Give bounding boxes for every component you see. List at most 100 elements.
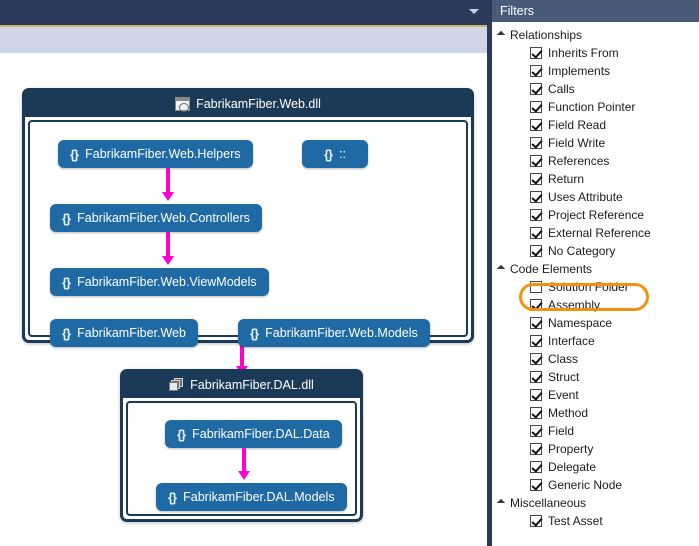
expander-triangle-icon[interactable] xyxy=(496,30,506,40)
group-title: FabrikamFiber.DAL.dll xyxy=(190,378,314,392)
filter-item-field-write[interactable]: Field Write xyxy=(492,134,699,152)
filter-item-interface[interactable]: Interface xyxy=(492,332,699,350)
checkbox-checked-icon[interactable] xyxy=(530,47,542,59)
expander-triangle-icon[interactable] xyxy=(496,498,506,508)
filter-item-field[interactable]: Field xyxy=(492,422,699,440)
filter-item-return[interactable]: Return xyxy=(492,170,699,188)
namespace-icon: {} xyxy=(62,274,71,290)
namespace-icon: {} xyxy=(250,325,259,341)
filter-item-event[interactable]: Event xyxy=(492,386,699,404)
checkbox-checked-icon[interactable] xyxy=(530,353,542,365)
checkbox-checked-icon[interactable] xyxy=(530,173,542,185)
checkbox-checked-icon[interactable] xyxy=(530,335,542,347)
filter-item-field-read[interactable]: Field Read xyxy=(492,116,699,134)
filter-item-label: Assembly xyxy=(548,298,601,312)
checkbox-checked-icon[interactable] xyxy=(530,245,542,257)
filter-item-label: External Reference xyxy=(548,226,651,240)
checkbox-checked-icon[interactable] xyxy=(530,83,542,95)
checkbox-checked-icon[interactable] xyxy=(530,155,542,167)
filter-item-label: No Category xyxy=(548,244,616,258)
checkbox-checked-icon[interactable] xyxy=(530,101,542,113)
filter-item-test-asset[interactable]: Test Asset xyxy=(492,512,699,530)
node-fabrikamfiber-dal-models[interactable]: {} FabrikamFiber.DAL.Models xyxy=(156,483,347,511)
node-fabrikamfiber-dal-data[interactable]: {} FabrikamFiber.DAL.Data xyxy=(165,420,342,448)
checkbox-checked-icon[interactable] xyxy=(530,407,542,419)
filter-group-relationships[interactable]: Relationships xyxy=(492,26,699,44)
checkbox-checked-icon[interactable] xyxy=(530,479,542,491)
checkbox-checked-icon[interactable] xyxy=(530,191,542,203)
filter-item-references[interactable]: References xyxy=(492,152,699,170)
checkbox-checked-icon[interactable] xyxy=(530,389,542,401)
filter-item-namespace[interactable]: Namespace xyxy=(492,314,699,332)
filter-item-class[interactable]: Class xyxy=(492,350,699,368)
checkbox-checked-icon[interactable] xyxy=(530,443,542,455)
node-fabrikamfiber-web-helpers[interactable]: {} FabrikamFiber.Web.Helpers xyxy=(58,140,253,168)
checkbox-unchecked-icon[interactable] xyxy=(530,281,542,293)
filter-item-no-category[interactable]: No Category xyxy=(492,242,699,260)
node-label: FabrikamFiber.Web.Models xyxy=(265,326,418,340)
group-fabrikamfiber-dal-dll[interactable]: FabrikamFiber.DAL.dll {} FabrikamFiber.D… xyxy=(120,369,363,522)
filter-item-implements[interactable]: Implements xyxy=(492,62,699,80)
filter-group-miscellaneous[interactable]: Miscellaneous xyxy=(492,494,699,512)
checkbox-checked-icon[interactable] xyxy=(530,515,542,527)
node-global-namespace[interactable]: {} :: xyxy=(302,140,368,168)
filter-item-label: Implements xyxy=(548,64,611,78)
filter-item-label: Struct xyxy=(548,370,580,384)
filter-item-label: Inherits From xyxy=(548,46,619,60)
node-fabrikamfiber-web-models[interactable]: {} FabrikamFiber.Web.Models xyxy=(238,319,430,347)
filter-item-solution-folder[interactable]: Solution Folder xyxy=(492,278,699,296)
namespace-icon: {} xyxy=(62,325,71,341)
chevron-down-icon[interactable] xyxy=(469,9,479,14)
edge-web-to-dal xyxy=(240,342,244,369)
filter-item-label: Return xyxy=(548,172,585,186)
namespace-icon: {} xyxy=(70,146,79,162)
filter-item-external-reference[interactable]: External Reference xyxy=(492,224,699,242)
filter-item-function-pointer[interactable]: Function Pointer xyxy=(492,98,699,116)
filter-item-project-reference[interactable]: Project Reference xyxy=(492,206,699,224)
node-label: FabrikamFiber.DAL.Data xyxy=(192,427,330,441)
group-fabrikamfiber-web-dll[interactable]: FabrikamFiber.Web.dll {} FabrikamFiber.W… xyxy=(22,88,474,347)
checkbox-checked-icon[interactable] xyxy=(530,371,542,383)
filter-item-label: Test Asset xyxy=(548,514,603,528)
filter-item-label: Project Reference xyxy=(548,208,645,222)
filter-item-assembly[interactable]: Assembly xyxy=(492,296,699,314)
node-fabrikamfiber-web-controllers[interactable]: {} FabrikamFiber.Web.Controllers xyxy=(50,204,262,232)
diagram-canvas[interactable]: FabrikamFiber.Web.dll {} FabrikamFiber.W… xyxy=(0,53,487,546)
filter-item-delegate[interactable]: Delegate xyxy=(492,458,699,476)
edge-helpers-to-controllers-head xyxy=(162,192,174,201)
group-body: {} FabrikamFiber.Web.Helpers {} :: {} Fa… xyxy=(28,120,468,347)
assembly-dal-icon xyxy=(169,378,184,392)
filter-item-generic-node[interactable]: Generic Node xyxy=(492,476,699,494)
checkbox-checked-icon[interactable] xyxy=(530,317,542,329)
filters-panel-header: Filters xyxy=(492,0,699,22)
checkbox-checked-icon[interactable] xyxy=(530,227,542,239)
filter-item-property[interactable]: Property xyxy=(492,440,699,458)
filter-item-calls[interactable]: Calls xyxy=(492,80,699,98)
node-label: :: xyxy=(339,147,347,161)
node-fabrikamfiber-web[interactable]: {} FabrikamFiber.Web xyxy=(50,319,198,347)
checkbox-checked-icon[interactable] xyxy=(530,65,542,77)
filters-title: Filters xyxy=(500,4,535,18)
checkbox-checked-icon[interactable] xyxy=(530,299,542,311)
checkbox-checked-icon[interactable] xyxy=(530,461,542,473)
group-body: {} FabrikamFiber.DAL.Data {} FabrikamFib… xyxy=(126,401,357,516)
expander-triangle-icon[interactable] xyxy=(496,264,506,274)
filter-group-code-elements[interactable]: Code Elements xyxy=(492,260,699,278)
edge-controllers-to-viewmodels xyxy=(166,232,170,260)
filter-item-uses-attribute[interactable]: Uses Attribute xyxy=(492,188,699,206)
filter-item-label: Calls xyxy=(548,82,575,96)
filter-item-method[interactable]: Method xyxy=(492,404,699,422)
checkbox-checked-icon[interactable] xyxy=(530,119,542,131)
group-header: FabrikamFiber.DAL.dll xyxy=(123,372,360,398)
checkbox-checked-icon[interactable] xyxy=(530,425,542,437)
toolbar-accent-line xyxy=(0,25,487,27)
filter-item-struct[interactable]: Struct xyxy=(492,368,699,386)
node-fabrikamfiber-web-viewmodels[interactable]: {} FabrikamFiber.Web.ViewModels xyxy=(50,268,269,296)
checkbox-checked-icon[interactable] xyxy=(530,137,542,149)
checkbox-checked-icon[interactable] xyxy=(530,209,542,221)
filter-item-inherits-from[interactable]: Inherits From xyxy=(492,44,699,62)
node-label: FabrikamFiber.Web.Controllers xyxy=(77,211,250,225)
